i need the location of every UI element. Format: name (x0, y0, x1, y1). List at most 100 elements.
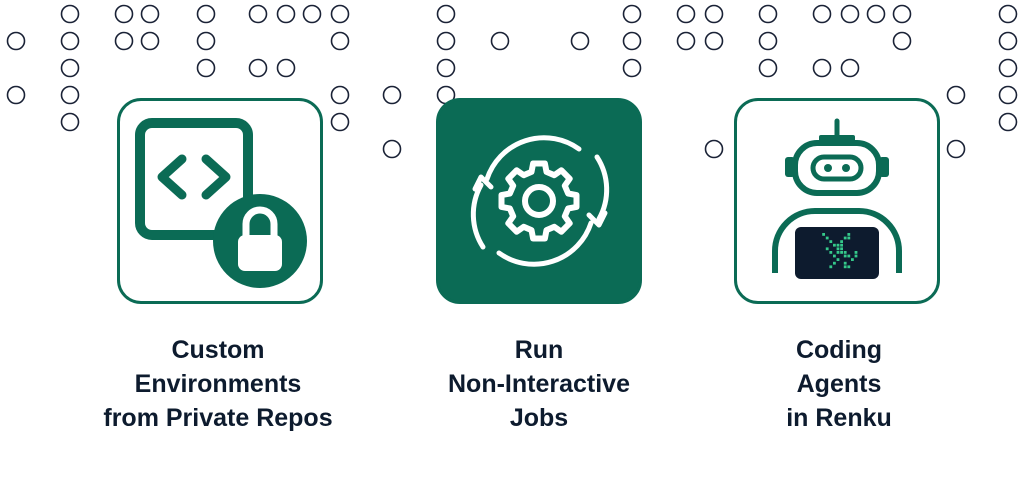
screen-pixel (843, 251, 847, 254)
coding-agents-caption: Coding Agents in Renku (704, 333, 974, 435)
screen-pixel (851, 258, 854, 261)
custom-environments-tile (117, 98, 323, 304)
background-dot (196, 58, 216, 78)
background-dot (276, 58, 296, 78)
screen-pixel (847, 265, 851, 269)
screen-pixel (836, 247, 840, 251)
coding-agents-tile (734, 98, 940, 304)
screen-pixel (836, 251, 840, 254)
screen-pixel (836, 243, 840, 247)
screen-pixel (854, 254, 858, 258)
code-lock-icon (135, 118, 307, 288)
screen-pixel (829, 251, 833, 254)
background-dot (622, 31, 642, 51)
screen-pixel (836, 258, 840, 261)
screen-pixel (829, 240, 833, 243)
background-dot (758, 31, 778, 51)
background-dot (812, 4, 832, 24)
gear-outline (498, 160, 580, 242)
background-dot (436, 58, 456, 78)
background-dot (248, 58, 268, 78)
background-dot (330, 112, 350, 132)
screen-pixel (847, 236, 851, 240)
background-dot (196, 4, 216, 24)
background-dot (60, 112, 80, 132)
background-dot (114, 31, 134, 51)
caption-line: Agents (796, 370, 882, 398)
background-dot (998, 85, 1018, 105)
background-dot (758, 4, 778, 24)
screen-pixel (843, 265, 847, 269)
custom-environments-caption: Custom Environments from Private Repos (83, 333, 353, 435)
gear-cycle-icon (470, 135, 610, 267)
non-interactive-jobs-caption: Run Non-Interactive Jobs (404, 333, 674, 435)
screen-pixel (854, 251, 858, 254)
screen-pixel (840, 247, 843, 251)
screen-pixel (847, 254, 851, 258)
background-dot (276, 4, 296, 24)
screen-pixel (840, 251, 843, 254)
background-dot (60, 58, 80, 78)
screen-pixel (843, 236, 847, 240)
background-dot (676, 4, 696, 24)
background-dot (704, 139, 724, 159)
robot-icon (772, 118, 902, 279)
caption-line: Jobs (509, 404, 569, 432)
background-dot (998, 31, 1018, 51)
background-dot (330, 31, 350, 51)
background-dot (704, 31, 724, 51)
background-dot (812, 58, 832, 78)
non-interactive-jobs-tile (436, 98, 642, 304)
background-dot (382, 85, 402, 105)
screen-pixel (840, 243, 843, 247)
caption-line: Run (514, 336, 564, 364)
caption-line: Environments (134, 370, 302, 398)
background-dot (998, 112, 1018, 132)
caption-line: Custom (171, 336, 265, 364)
background-dot (570, 31, 590, 51)
screen-pixel (833, 243, 836, 247)
background-dot (248, 4, 268, 24)
screen-pixel (833, 254, 836, 258)
background-dot (330, 4, 350, 24)
caption-line: in Renku (786, 404, 892, 432)
background-dot (330, 85, 350, 105)
background-dot (946, 85, 966, 105)
background-dot (704, 4, 724, 24)
background-dot (60, 4, 80, 24)
background-dot (436, 31, 456, 51)
screen-pixel (822, 233, 825, 236)
background-dot (302, 4, 322, 24)
screen-pixel (847, 233, 851, 236)
screen-pixel (829, 265, 833, 269)
background-dot (998, 58, 1018, 78)
caption-line: Coding (795, 336, 883, 364)
background-dot (676, 31, 696, 51)
background-dot (196, 31, 216, 51)
background-dot (6, 85, 26, 105)
screen-pixel (840, 240, 843, 243)
background-dot (840, 58, 860, 78)
background-dot (758, 58, 778, 78)
background-dot (6, 31, 26, 51)
background-dot (892, 31, 912, 51)
gear-hole (522, 184, 556, 218)
caption-line: from Private Repos (103, 404, 333, 432)
background-dot (490, 31, 510, 51)
background-dot (140, 4, 160, 24)
background-dot (622, 58, 642, 78)
caption-line: Non-Interactive (448, 370, 630, 398)
lizard-pixel-art (822, 233, 858, 269)
background-dot (892, 4, 912, 24)
screen-pixel (825, 236, 829, 240)
screen-pixel (843, 261, 847, 265)
background-dot (140, 31, 160, 51)
background-dot (382, 139, 402, 159)
background-dot (60, 85, 80, 105)
background-dot (60, 31, 80, 51)
screen-pixel (843, 254, 847, 258)
background-dot (866, 4, 886, 24)
screen-pixel (825, 247, 829, 251)
background-dot (998, 4, 1018, 24)
